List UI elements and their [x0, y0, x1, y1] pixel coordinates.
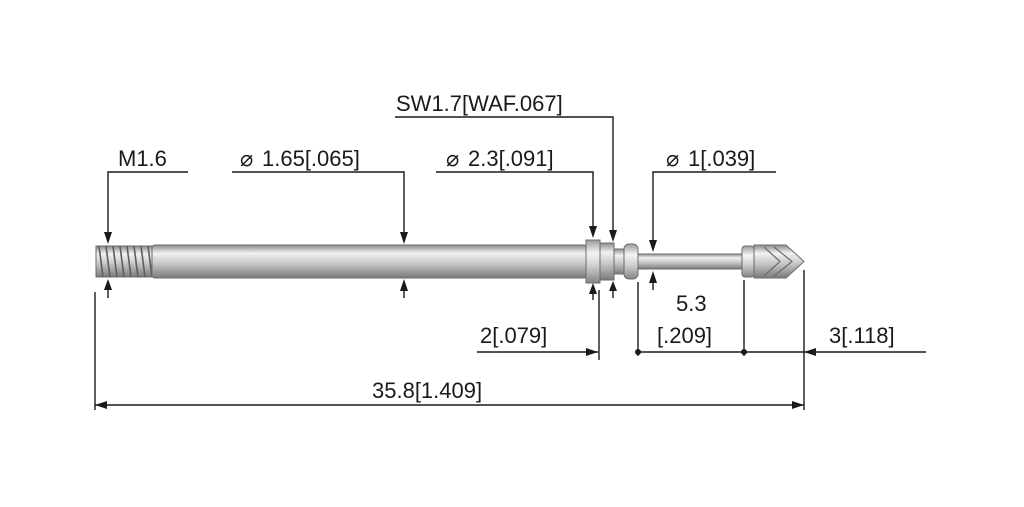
- collar-diameter-label: 2.3[.091]: [468, 146, 554, 171]
- tip-length-label-bottom: [.209]: [657, 323, 712, 348]
- collar: [585, 239, 601, 284]
- collar-length-label: 2[.079]: [480, 323, 547, 348]
- plunger: [637, 253, 745, 270]
- neck: [613, 248, 625, 275]
- head-length-label: 3[.118]: [829, 323, 895, 348]
- overall-length-label: 35.8[1.409]: [372, 378, 482, 403]
- shank-diameter-label: 1.65[.065]: [262, 146, 360, 171]
- tip-length-label-top: 5.3: [676, 291, 707, 316]
- dimension-labels: M1.6 ⌀ 1.65[.065] ⌀ 2.3[.091] SW1.7[WAF.…: [118, 91, 895, 403]
- threaded-end: [95, 245, 153, 278]
- tip-diameter-label: 1[.039]: [688, 146, 755, 171]
- ring: [623, 243, 639, 280]
- probe-part: [95, 239, 805, 284]
- wrench-flat-label: SW1.7[WAF.067]: [396, 91, 563, 116]
- crown-head: [753, 244, 805, 279]
- shank: [151, 244, 588, 279]
- diameter-symbol-icon: ⌀: [446, 146, 459, 171]
- wrench-flat: [599, 242, 615, 281]
- diameter-symbol-icon: ⌀: [666, 146, 679, 171]
- head-base: [741, 245, 755, 278]
- thread-label: M1.6: [118, 146, 167, 171]
- dimension-lines: [94, 116, 926, 410]
- diameter-symbol-icon: ⌀: [240, 146, 253, 171]
